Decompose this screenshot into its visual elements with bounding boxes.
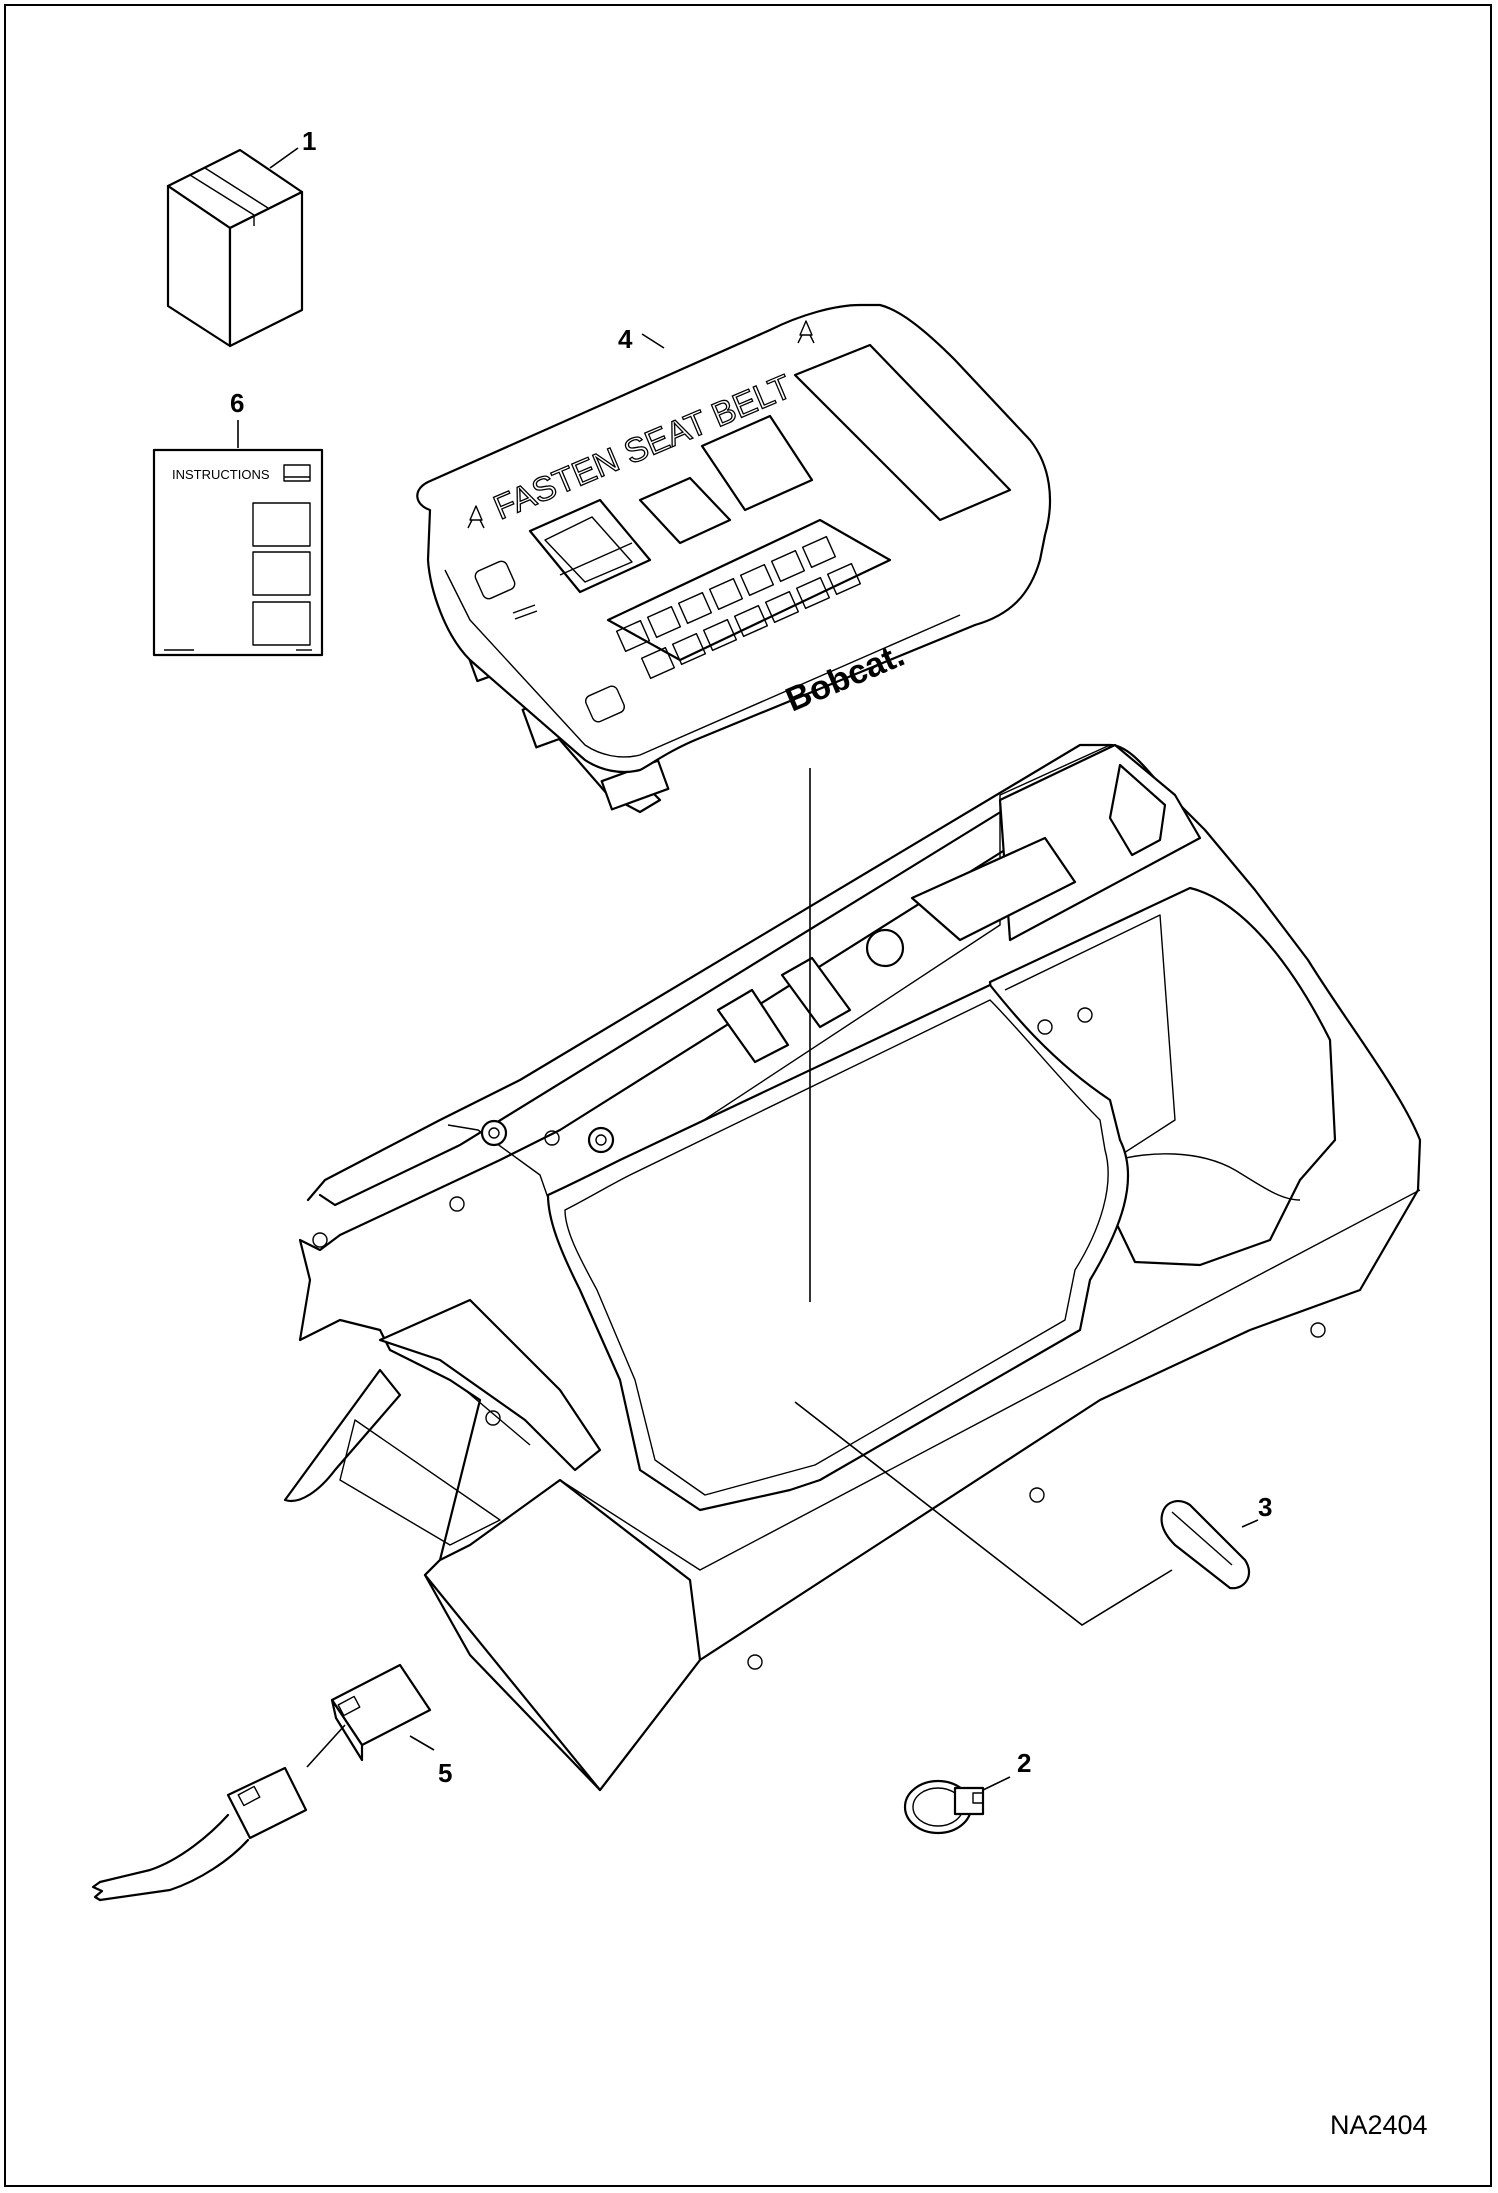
callout-5: 5 (438, 1758, 452, 1788)
part-4-panel (416, 303, 1052, 814)
drawing-border (4, 4, 1492, 2187)
callout-3: 3 (1258, 1492, 1272, 1522)
instructions-title: INSTRUCTIONS (172, 467, 270, 482)
callout-1: 1 (302, 126, 316, 156)
console-housing (283, 743, 1422, 1792)
part-2-cable-tie (903, 1776, 1011, 1835)
part-3-plug (794, 1401, 1259, 1626)
part-5-connector (91, 1663, 435, 1902)
callout-4: 4 (618, 324, 633, 354)
callout-6: 6 (230, 388, 244, 418)
part-1-box (166, 147, 304, 348)
drawing-number: NA2404 (1330, 2110, 1428, 2140)
callout-2: 2 (1017, 1748, 1031, 1778)
part-6-instructions (152, 420, 324, 657)
